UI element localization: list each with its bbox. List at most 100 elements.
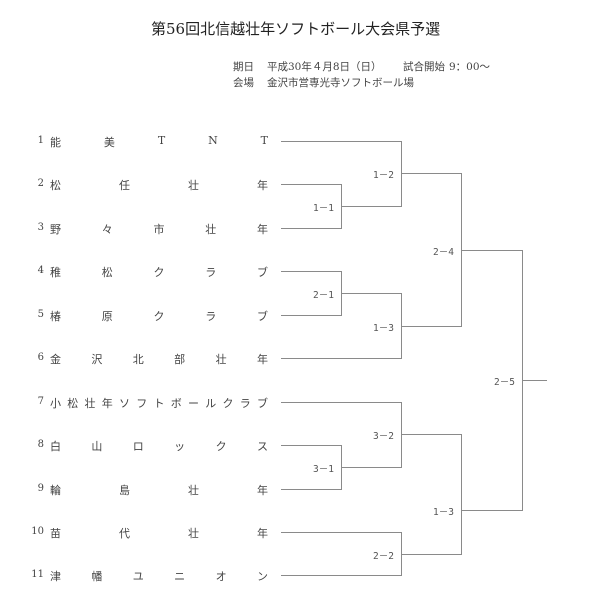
team-name-char: ブ [257,310,268,323]
page-title: 第56回北信越壮年ソフトボール大会県予選 [151,20,441,38]
start-value: 9：00～ [449,61,491,73]
team-name-char: 任 [119,179,130,192]
team-name-char: 年 [257,223,268,236]
team-name-char: 年 [257,527,268,540]
team-name-char: 年 [257,179,268,192]
team-name-char: 壮 [188,527,199,540]
team-name: 苗代壮年 [50,525,268,541]
team-name: 椿原クラブ [50,308,268,324]
team-name-char: 壮 [215,353,227,366]
team-name: 稚松クラブ [50,264,268,280]
team-number: 2 [37,178,44,189]
team-name-char: 椿 [50,310,61,323]
team-name-char: ラ [205,310,217,323]
team-name-char: 白 [50,440,61,453]
team-name-char: ク [153,310,165,323]
score-match-2v3: 1－1 [313,203,334,214]
team-name-char: 輪 [50,484,61,497]
team-number: 9 [37,483,44,494]
date-label: 期日 [233,61,254,73]
team-name-char: ラ [205,266,217,279]
team-name-char: N [208,134,218,147]
team-name: 小松壮年ソフトボールクラブ [50,395,268,411]
team-name: 金沢北部壮年 [50,351,268,367]
team-number: 5 [37,309,44,320]
team-name-char: 松 [101,266,113,279]
team-number: 1 [37,135,44,146]
team-number: 8 [37,439,44,450]
team-name-char: ユ [132,570,144,583]
team-name-char: 代 [119,527,130,540]
team-name-char: 壮 [84,397,96,410]
team-number: 4 [37,265,44,276]
team-name: 津幡ユニオン [50,568,268,584]
venue-label: 会場 [233,77,254,89]
team-name-char: 苗 [50,527,61,540]
team-name-char: T [157,134,166,147]
team-name-char: 野 [50,223,61,236]
team-name-char: ル [205,397,217,410]
team-name-char: 金 [50,353,61,366]
team-name-char: 幡 [91,570,103,583]
team-name-char: 年 [101,397,113,410]
team-name-char: 年 [257,484,268,497]
team-name: 輪島壮年 [50,482,268,498]
score-match-8v9: 3－1 [313,464,334,475]
team-name-char: 原 [101,310,113,323]
team-number: 3 [37,222,44,233]
score-semifinal-bottom: 1－3 [433,507,454,518]
team-name-char: 島 [119,484,130,497]
team-name-char: 々 [101,223,113,236]
score-match-wv6: 1－3 [373,323,394,334]
team-name-char: ク [222,397,234,410]
team-name-char: 北 [132,353,144,366]
team-name-char: 能 [50,136,61,149]
team-name: 野々市壮年 [50,221,268,237]
team-name-char: ニ [174,570,186,583]
venue-info: 会場金沢市営専光寺ソフトボール場 [233,75,414,90]
team-name-char: ブ [257,266,268,279]
team-name-char: オ [215,570,227,583]
team-name-char: 壮 [188,484,199,497]
team-number: 6 [37,352,44,363]
team-name: 白山ロックス [50,438,268,454]
team-name-char: T [260,134,268,147]
team-name-char: 小 [50,397,61,410]
team-number: 11 [31,569,44,580]
team-name-char: ロ [132,440,144,453]
team-name-char: ン [256,570,268,583]
team-name-char: ボ [170,397,182,410]
team-name-char: 美 [103,136,115,149]
team-name-char: ソ [119,397,130,410]
score-match-7vw: 3－2 [373,431,394,442]
team-name-char: ラ [239,397,251,410]
start-label: 試合開始 [403,61,445,73]
team-name-char: ク [153,266,165,279]
team-name-char: ブ [257,397,268,410]
score-match-4v5: 2－1 [313,290,334,301]
score-match-1vw: 1－2 [373,170,394,181]
team-name-char: 松 [50,179,61,192]
team-name: 松任壮年 [50,177,268,193]
date-value: 平成30年４月8日（日） [267,61,382,73]
team-name-char: 沢 [91,353,103,366]
team-name-char: 年 [256,353,268,366]
date-info: 期日 平成30年４月8日（日） 試合開始 9：00～ [233,59,490,74]
team-number: 10 [31,526,44,537]
score-match-10v11: 2－2 [373,551,394,562]
score-semifinal-top: 2－4 [433,247,454,258]
team-name-char: ッ [174,440,186,453]
team-name-char: フ [136,397,148,410]
team-name-char: ト [153,397,165,410]
team-name-char: 壮 [188,179,199,192]
